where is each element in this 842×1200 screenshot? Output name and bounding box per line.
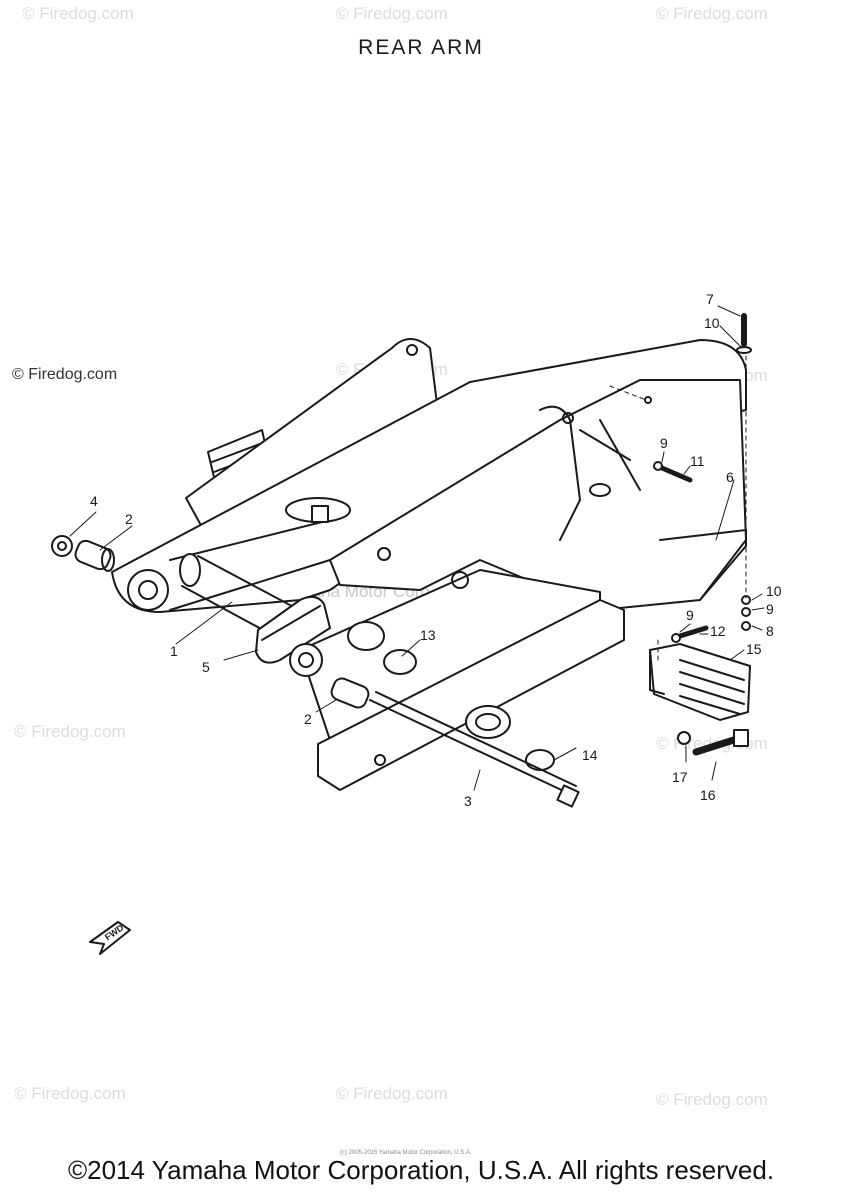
right-footrest: [649, 643, 751, 721]
watermark-firedog: © Firedog.com: [336, 4, 448, 23]
page-title: REAR ARM: [358, 36, 484, 59]
nut: [51, 535, 73, 557]
chain-case: [329, 379, 747, 611]
bottom-cover: [317, 599, 625, 791]
watermark-firedog: © Firedog.com: [22, 4, 134, 23]
callout-8: 8: [766, 623, 774, 639]
callout-3: 3: [464, 793, 472, 809]
pivot-shaft: [369, 691, 580, 808]
callout-11: 11: [690, 453, 705, 469]
callout-9: 9: [686, 607, 694, 623]
callout-9: 9: [660, 435, 668, 451]
callout-1: 1: [170, 643, 178, 659]
callout-15: 15: [746, 641, 762, 657]
tiny-copyright-note: (c) 2005-2015 Yamaha Motor Corporation, …: [340, 1150, 472, 1156]
callout-4: 4: [90, 493, 98, 509]
copyright-footer: ©2014 Yamaha Motor Corporation, U.S.A. A…: [67, 1155, 775, 1185]
bolts: [653, 313, 752, 756]
fwd-arrow-icon: [89, 921, 131, 955]
watermark-firedog: © Firedog.com: [336, 1084, 448, 1103]
watermark-firedog: © Firedog.com: [12, 366, 118, 383]
watermark-firedog: © Firedog.com: [656, 1090, 768, 1109]
callout-12: 12: [710, 623, 726, 639]
watermark-firedog: © Firedog.com: [14, 722, 126, 741]
callout-13: 13: [420, 627, 436, 643]
callout-2: 2: [125, 511, 133, 527]
callout-10: 10: [766, 583, 782, 599]
callout-2: 2: [304, 711, 312, 727]
callout-16: 16: [700, 787, 716, 803]
callout-9: 9: [766, 601, 774, 617]
callout-7: 7: [706, 291, 714, 307]
callout-10: 10: [704, 315, 720, 331]
watermark-firedog: © Firedog.com: [14, 1084, 126, 1103]
chain-guard: [255, 595, 331, 664]
seal-cap: [347, 621, 555, 771]
watermark-firedog: © Firedog.com: [656, 4, 768, 23]
leader-lines: [69, 305, 765, 791]
bushing: [74, 539, 370, 709]
callout-14: 14: [582, 747, 598, 763]
callout-5: 5: [202, 659, 210, 675]
alignment-lines: [609, 355, 747, 661]
callout-17: 17: [672, 769, 688, 785]
callout-6: 6: [726, 469, 734, 485]
